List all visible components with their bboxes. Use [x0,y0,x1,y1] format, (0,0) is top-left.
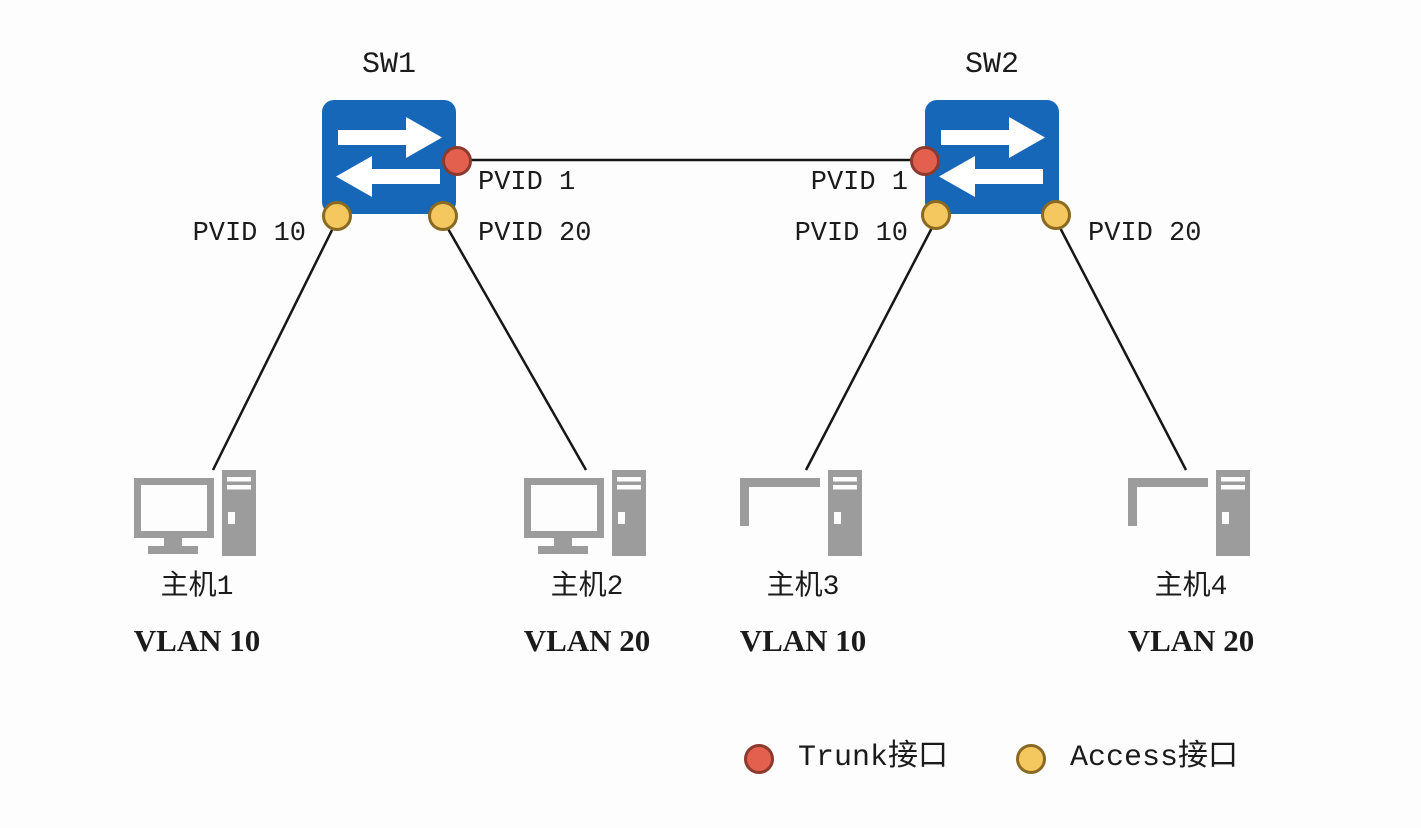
switch-label-sw1: SW1 [361,48,416,82]
access-link-line-host4 [1054,219,1188,471]
pvid-label-sw2-access-right: PVID 20 [1088,219,1202,249]
switch-body [322,100,456,214]
pvid-label-sw1-trunk: PVID 1 [478,168,576,198]
access-link-line-host3 [804,219,938,471]
access-port-sw2-right [1041,200,1071,230]
access-port-sw2-left [921,200,951,230]
desktop-computer-icon-host1 [134,470,256,556]
trunk-port-sw1 [442,146,472,176]
switch-arrow-right-head [406,117,442,158]
pvid-label-sw2-trunk: PVID 1 [810,168,908,198]
switch-arrow-left [372,169,440,184]
switch-arrow-right [338,130,406,145]
switch-arrow-left [975,169,1043,184]
switch-arrow-left-head [939,156,975,197]
desktop-computer-icon-host3 [740,470,862,556]
host-name-3: 主机3 [766,572,840,603]
vlan-label-host1: VLAN 10 [133,623,261,658]
pvid-label-sw1-access-right: PVID 20 [478,219,592,249]
trunk-port-sw2 [910,146,940,176]
vlan-label-host2: VLAN 20 [523,623,651,658]
access-port-sw1-right [428,201,458,231]
desktop-computer-icon-host2 [524,470,646,556]
switch-body [925,100,1059,214]
switch-arrow-right-head [1009,117,1045,158]
desktop-computer-icon-host4 [1128,470,1250,556]
switch-label-sw2: SW2 [964,48,1019,82]
access-port-icon [1016,744,1046,774]
switch-arrow-right [941,130,1009,145]
switch-icon-sw2 [925,100,1059,214]
vlan-label-host3: VLAN 10 [739,623,867,658]
host-name-4: 主机4 [1154,572,1228,603]
host-name-2: 主机2 [550,572,624,603]
access-link-line-host1 [211,219,339,471]
legend-label-trunk: Trunk接口 [798,741,949,775]
vlan-label-host4: VLAN 20 [1127,623,1255,658]
trunk-port-icon [744,744,774,774]
pvid-label-sw1-access-left: PVID 10 [192,219,306,249]
legend-label-access: Access接口 [1070,741,1239,775]
switch-icon-sw1 [322,100,456,214]
access-link-line-host2 [441,219,588,471]
pvid-label-sw2-access-left: PVID 10 [794,219,908,249]
access-port-sw1-left [322,201,352,231]
host-name-1: 主机1 [160,572,234,603]
switch-arrow-left-head [336,156,372,197]
